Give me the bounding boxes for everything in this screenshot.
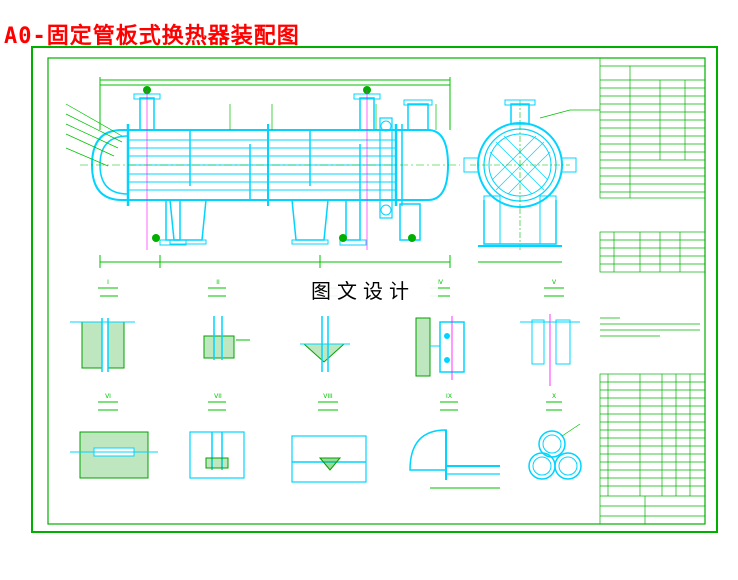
section-label-x: X — [552, 393, 556, 400]
inner-frame — [47, 57, 706, 525]
section-label-iv: IV — [437, 279, 444, 286]
detail-view-iii — [300, 287, 350, 372]
section-label-vi: VI — [105, 393, 111, 400]
main-elevation-view — [65, 77, 460, 268]
section-label-i: I — [107, 279, 109, 286]
section-label-vii: VII — [214, 393, 222, 400]
outer-frame — [31, 46, 718, 533]
section-label-v: V — [552, 279, 557, 286]
technical-notes — [600, 317, 700, 337]
section-label-ix: IX — [446, 393, 452, 400]
watermark: 图文设计 — [288, 272, 438, 306]
drawing-title: A0-固定管板式换热器装配图 — [4, 24, 300, 49]
detail-view-ii — [203, 287, 250, 360]
detail-view-vii — [189, 401, 245, 479]
end-view — [463, 99, 600, 263]
section-label-ii: II — [216, 279, 220, 286]
detail-view-x — [528, 401, 582, 480]
watermark-text: 图文设计 — [311, 278, 415, 303]
detail-view-ix — [409, 401, 500, 489]
detail-view-i — [70, 287, 135, 372]
nozzle-table — [599, 231, 706, 273]
technical-data-table — [599, 57, 706, 199]
detail-view-viii — [291, 401, 367, 483]
parts-list-table — [599, 373, 706, 525]
section-label-viii: VIII — [323, 393, 333, 400]
detail-view-vi — [70, 401, 158, 479]
detail-view-v — [520, 287, 580, 386]
